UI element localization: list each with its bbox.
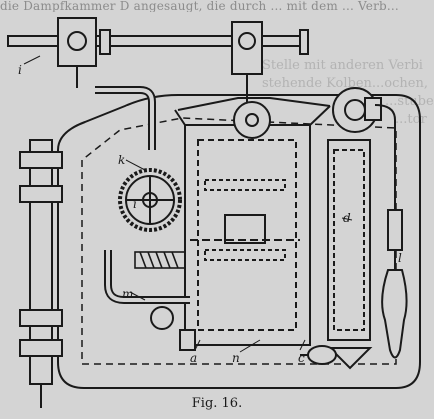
figure-caption: Fig. 16. [191, 396, 243, 411]
figure-label-a: a [190, 351, 198, 365]
ghost-text-line: Stelle mit anderen Verbi [262, 58, 423, 73]
left-shaft [19, 139, 63, 408]
bottom-right-pipe [300, 345, 337, 365]
ghost-text-line: ...tor [395, 112, 427, 127]
label-leaders [23, 55, 353, 353]
ghost-text-line: stehende Kolben...ochen, [262, 76, 428, 91]
figure-label-i-mid: i [133, 197, 137, 211]
ghost-text-line: ...stube [385, 94, 434, 109]
figure-label-d: d [343, 211, 351, 225]
pipe-m [104, 250, 190, 304]
worm-screw [134, 251, 186, 269]
figure-label-l: l [398, 251, 402, 265]
figure-label-c: c [298, 351, 305, 365]
figure-label-m: m [122, 287, 134, 301]
bottom-left-parts [150, 306, 196, 351]
figure-label-n: n [232, 351, 240, 365]
top-pipe-assembly [7, 17, 309, 110]
figure-label-k: k [118, 153, 126, 167]
central-frame [174, 97, 331, 346]
gear-wheel [118, 168, 182, 232]
running-text-top: die Dampfkammer D angesaugt, die durch .… [0, 0, 399, 12]
housing-outline [57, 94, 421, 389]
housing-inner-dashed [81, 117, 397, 365]
figure-label-i-top: i [18, 63, 22, 77]
handle-l [374, 104, 408, 359]
right-column [327, 87, 382, 370]
